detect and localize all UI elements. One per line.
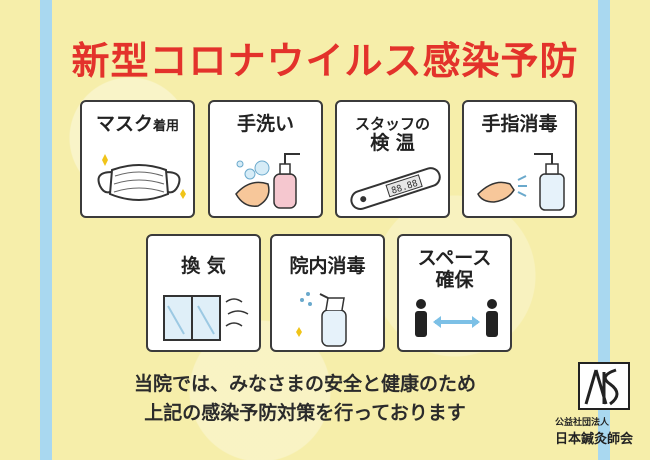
- card-temperature-label-2: 検 温: [370, 132, 415, 155]
- card-temperature: スタッフの 検 温 88.88: [335, 100, 450, 218]
- thermometer-icon: 88.88: [350, 167, 441, 211]
- footer-line-1: 当院では、みなさまの安全と健康のため: [133, 373, 476, 395]
- card-clinic-disinfect: 院内消毒: [270, 234, 385, 352]
- logo-emblem-icon: [584, 368, 619, 406]
- spray-bottle-icon: [296, 292, 347, 347]
- card-mask: マスク着用: [80, 100, 195, 218]
- card-distance: スペース 確保: [397, 234, 512, 352]
- handwash-icon: [235, 153, 300, 209]
- card-hand-sanitize-label: 手指消毒: [481, 113, 558, 135]
- left-stripe: [40, 0, 52, 460]
- card-distance-label-2: 確保: [435, 268, 474, 291]
- right-stripe: [598, 0, 610, 460]
- card-distance-label-1: スペース: [417, 247, 492, 269]
- card-ventilation-label: 換 気: [181, 255, 226, 277]
- page-title: 新型コロナウイルス感染予防: [71, 39, 579, 83]
- card-mask-label-small: 着用: [153, 119, 180, 134]
- card-handwash-label: 手洗い: [236, 113, 294, 135]
- card-hand-sanitize: 手指消毒: [462, 100, 577, 218]
- card-handwash: 手洗い: [208, 100, 323, 218]
- card-temperature-label-1: スタッフの: [354, 115, 430, 133]
- org-prefix: 公益社団法人: [555, 418, 610, 428]
- association-logo: [578, 362, 630, 410]
- mask-icon: [97, 154, 186, 201]
- card-clinic-disinfect-label: 院内消毒: [289, 255, 366, 277]
- footer-message: 当院では、みなさまの安全と健康のため 上記の感染予防対策を行っております: [70, 370, 540, 427]
- footer-line-2: 上記の感染予防対策を行っております: [144, 401, 466, 424]
- hand-sanitize-icon: [477, 153, 565, 211]
- card-mask-label: マスク: [95, 113, 153, 135]
- org-name: 日本鍼灸師会: [555, 432, 634, 447]
- card-ventilation: 換 気: [146, 234, 261, 352]
- distance-icon: [415, 299, 498, 337]
- window-icon: [163, 295, 249, 341]
